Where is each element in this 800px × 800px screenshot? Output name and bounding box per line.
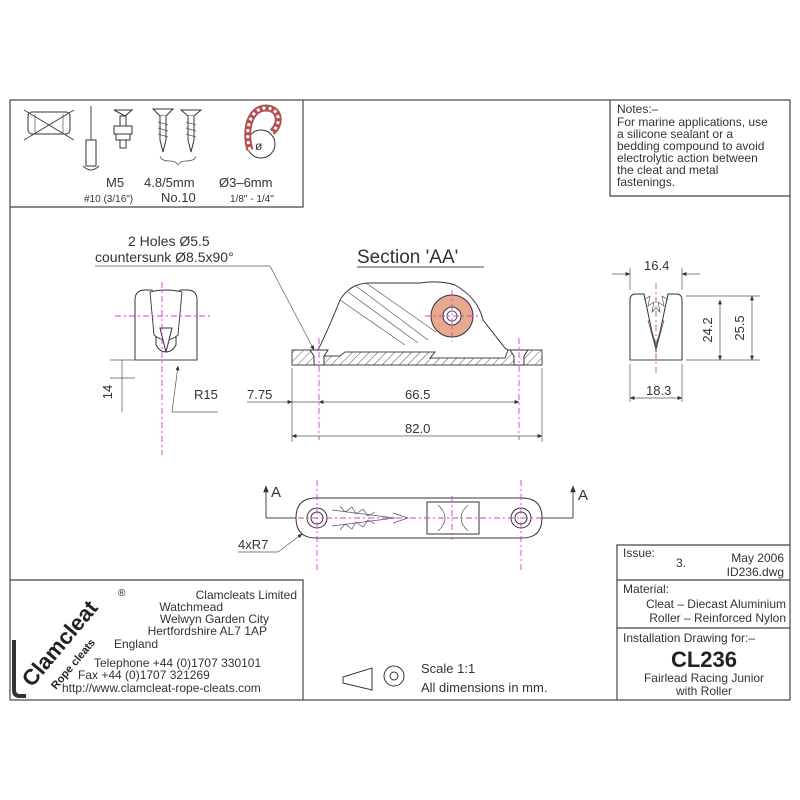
rivet-icon bbox=[82, 106, 100, 171]
notes-line: electrolytic action between bbox=[617, 151, 758, 165]
issue-label: Issue: bbox=[623, 546, 655, 560]
fastener-imperial-screw: No.10 bbox=[161, 190, 196, 205]
company-telephone: Telephone +44 (0)1707 330101 bbox=[94, 656, 261, 670]
logo-mark: ® bbox=[118, 588, 126, 599]
fastener-size-m5: M5 bbox=[106, 175, 124, 190]
title-block: Issue: 3. May 2006 ID236.dwg Material: C… bbox=[616, 544, 790, 700]
units-text: All dimensions in mm. bbox=[421, 680, 547, 695]
dim-length: 82.0 bbox=[405, 421, 430, 436]
section-view bbox=[291, 281, 543, 366]
pan-screw-icon bbox=[179, 109, 203, 153]
scale-note: Scale 1:1 All dimensions in mm. bbox=[342, 661, 547, 695]
fastener-size-rope: Ø3–6mm bbox=[219, 175, 272, 190]
description-line2: with Roller bbox=[675, 684, 732, 698]
svg-text:Section 'AA': Section 'AA' bbox=[357, 247, 458, 268]
plan-view: A A 4xR7 bbox=[238, 480, 588, 570]
company-address-line: Watchmead bbox=[159, 600, 223, 614]
dim-corner-radius: 4xR7 bbox=[238, 537, 268, 552]
fastener-size-screw: 4.8/5mm bbox=[144, 175, 195, 190]
notes-line: fastenings. bbox=[617, 175, 675, 189]
fastener-imperial-rope: 1/8" - 1/4" bbox=[230, 194, 274, 205]
bolt-nut-icon bbox=[113, 109, 134, 149]
notes-heading: Notes:– bbox=[617, 102, 659, 116]
dwg-file: ID236.dwg bbox=[727, 565, 784, 579]
dim-top-width: 16.4 bbox=[644, 258, 669, 273]
fastener-panel: ø M5 4.8/5mm Ø3–6mm #10 (3/16") No.10 1/… bbox=[10, 100, 304, 208]
section-arrow-left-label: A bbox=[271, 484, 281, 501]
holes-note-line2: countersunk Ø8.5x90° bbox=[95, 249, 234, 265]
section-title-label: 'AA' bbox=[426, 247, 459, 268]
company-address-line: Hertfordshire AL7 1AP bbox=[148, 624, 267, 638]
material-cleat: Cleat – Diecast Aluminium bbox=[646, 597, 786, 611]
company-address-line: Clamcleats Limited bbox=[196, 588, 297, 602]
dim-radius: R15 bbox=[194, 387, 218, 402]
notes-line: bedding compound to avoid bbox=[617, 139, 764, 153]
company-address-line: England bbox=[114, 637, 158, 651]
scale-text: Scale 1:1 bbox=[421, 661, 475, 676]
notes-line: a silicone sealant or a bbox=[617, 127, 733, 141]
install-label: Installation Drawing for:– bbox=[623, 631, 755, 645]
part-number: CL236 bbox=[671, 647, 737, 672]
company-website-link[interactable]: http://www.clamcleat-rope-cleats.com bbox=[62, 681, 261, 695]
company-fax: Fax +44 (0)1707 321269 bbox=[78, 668, 210, 682]
notes-line: the cleat and metal bbox=[617, 163, 718, 177]
company-panel: Clamcleat Rope cleats ® Clamcleats Limit… bbox=[10, 579, 304, 700]
company-website[interactable]: http://www.clamcleat-rope-cleats.com bbox=[62, 681, 261, 695]
countersunk-screw-icon bbox=[151, 108, 175, 153]
fastener-imperial-bolt: #10 (3/16") bbox=[84, 194, 133, 205]
drawing-border bbox=[9, 99, 791, 701]
section-arrow-right-label: A bbox=[578, 487, 588, 504]
dim-height-total: 25.5 bbox=[732, 315, 747, 340]
section-title: Section 'AA' bbox=[357, 247, 484, 268]
section-title-prefix: Section bbox=[357, 247, 426, 268]
holes-note-line1: 2 Holes Ø5.5 bbox=[128, 233, 210, 249]
material-roller: Roller – Reinforced Nylon bbox=[649, 611, 786, 625]
issue-number: 3. bbox=[676, 556, 686, 570]
description-line1: Fairlead Racing Junior bbox=[644, 671, 764, 685]
svg-text:ø: ø bbox=[255, 139, 263, 153]
dim-base-width: 18.3 bbox=[646, 383, 671, 398]
issue-date: May 2006 bbox=[731, 551, 784, 565]
material-label: Material: bbox=[623, 582, 669, 596]
left-end-view: 14 R15 bbox=[100, 282, 218, 455]
dim-height-inner: 24.2 bbox=[700, 317, 715, 342]
notes-line: For marine applications, use bbox=[617, 115, 768, 129]
dim-left-height: 14 bbox=[100, 385, 115, 399]
dim-hole-span: 66.5 bbox=[405, 387, 430, 402]
crossed-out-screw-icon bbox=[23, 109, 75, 141]
right-end-view: 16.4 18.3 24.2 25.5 bbox=[612, 258, 760, 402]
dim-offset: 7.75 bbox=[247, 387, 272, 402]
company-address-line: Welwyn Garden City bbox=[160, 612, 269, 626]
notes-panel: Notes:– For marine applications, use a s… bbox=[609, 100, 790, 197]
rope-icon: ø bbox=[244, 104, 282, 159]
